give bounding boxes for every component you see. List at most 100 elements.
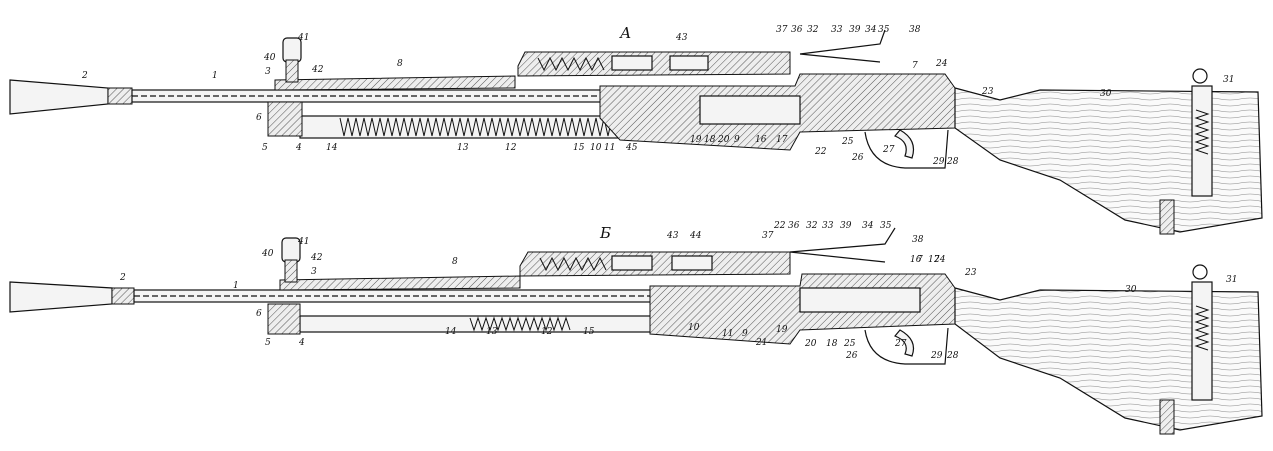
callout-label-a-24: 24 <box>935 59 948 69</box>
callout-label-a-32: 32 <box>807 25 819 35</box>
callout-label-a-29: 29 <box>932 157 945 167</box>
callout-label-a-36: 36 <box>791 25 803 35</box>
barrel-jacket <box>274 75 516 91</box>
callout-label-a-28: 28 <box>946 157 959 167</box>
callout-label-a-30: 30 <box>1100 89 1112 99</box>
recoil-spring <box>469 316 571 332</box>
callout-label-b-26: 26 <box>845 351 858 361</box>
callout-label-b-30: 30 <box>1125 285 1137 295</box>
callout-label-b-34: 34 <box>862 221 874 231</box>
callout-label-a-13: 13 <box>457 143 469 153</box>
callout-label-b-25: 25 <box>843 339 856 349</box>
callout-label-b-10: 10 <box>688 323 700 333</box>
trigger-guard <box>864 327 949 365</box>
callout-label-a-6: 6 <box>256 113 262 123</box>
callout-label-a-23: 23 <box>981 87 994 97</box>
callout-label-a-26: 26 <box>851 153 864 163</box>
callout-label-b-22: 22 <box>773 221 786 231</box>
callout-label-b-11: 11 <box>722 329 733 339</box>
callout-label-a-39: 39 <box>849 25 861 35</box>
callout-label-b-13: 13 <box>486 327 498 337</box>
callout-label-a-42: 42 <box>311 65 324 75</box>
callout-label-a-2: 2 <box>81 71 88 81</box>
callout-label-a-27: 27 <box>882 145 895 155</box>
bolt <box>799 287 921 313</box>
callout-label-a-12: 12 <box>505 143 517 153</box>
callout-label-a-14: 14 <box>326 143 338 153</box>
callout-label-b-39: 39 <box>840 221 852 231</box>
stock <box>954 287 1263 431</box>
callout-label-b-42: 42 <box>310 253 323 263</box>
callout-label-a-31: 31 <box>1223 75 1234 85</box>
recoil-spring <box>339 117 625 137</box>
callout-label-b-17: 17 <box>928 255 940 265</box>
callout-label-b-35: 35 <box>880 221 892 231</box>
callout-label-b-7: 7 <box>917 255 923 265</box>
callout-label-a-19: 19 <box>690 135 702 145</box>
callout-label-b-43: 43 <box>666 231 679 241</box>
callout-label-a-5: 5 <box>262 143 268 153</box>
callout-label-b-2: 2 <box>119 273 126 283</box>
buttplate <box>1159 399 1175 435</box>
callout-label-b-5: 5 <box>265 338 271 348</box>
callout-label-a-20: 20 <box>717 135 730 145</box>
callout-label-b-4: 4 <box>298 338 305 348</box>
callout-label-b-3: 3 <box>311 267 317 277</box>
callout-label-b-19: 19 <box>776 325 788 335</box>
callout-label-a-38: 38 <box>909 25 921 35</box>
callout-label-b-41: 41 <box>297 237 309 247</box>
callout-label-a-37: 37 <box>776 25 788 35</box>
callout-label-b-31: 31 <box>1226 275 1237 285</box>
callout-label-b-33: 33 <box>822 221 834 231</box>
callout-label-b-36: 36 <box>788 221 800 231</box>
callout-label-a-40: 40 <box>263 53 276 63</box>
callout-label-b-21: 21 <box>755 338 767 348</box>
callout-label-b-18: 18 <box>826 339 838 349</box>
callout-label-a-15: 15 <box>573 143 585 153</box>
trigger <box>894 329 915 357</box>
callout-label-a-33: 33 <box>831 25 843 35</box>
callout-label-a-1: 1 <box>212 71 218 81</box>
magazine-spring <box>537 55 709 72</box>
callout-label-a-18: 18 <box>704 135 716 145</box>
callout-label-b-1: 1 <box>233 281 239 291</box>
barrel-jacket <box>279 275 521 291</box>
rear-sight <box>799 29 886 63</box>
callout-label-b-24: 24 <box>933 255 946 265</box>
section-letter-b: Б <box>599 224 611 242</box>
callout-label-b-44: 44 <box>689 231 702 241</box>
callout-label-a-43: 43 <box>675 33 688 43</box>
flash-hider <box>9 79 109 115</box>
callout-label-a-35: 35 <box>878 25 890 35</box>
callout-label-b-6: 6 <box>256 309 262 319</box>
stock-sling-swivel <box>1191 68 1213 197</box>
flash-hider <box>9 281 113 313</box>
callout-label-b-40: 40 <box>261 249 274 259</box>
muzzle-nut <box>107 87 133 105</box>
callout-label-b-20: 20 <box>804 339 817 349</box>
callout-label-b-15: 15 <box>583 327 595 337</box>
callout-label-b-14: 14 <box>445 327 457 337</box>
callout-label-b-8: 8 <box>452 257 458 267</box>
muzzle-nut <box>111 287 135 305</box>
callout-label-a-25: 25 <box>841 137 854 147</box>
callout-label-a-10: 10 <box>590 143 602 153</box>
magazine-spring <box>539 255 713 272</box>
gas-block <box>267 303 301 335</box>
section-letter-a: А <box>619 24 631 42</box>
front-sight <box>282 37 302 83</box>
callout-label-a-11: 11 <box>604 143 615 153</box>
callout-label-a-17: 17 <box>776 135 788 145</box>
callout-label-a-9: 9 <box>734 135 740 145</box>
trigger <box>894 129 915 159</box>
callout-label-a-34: 34 <box>865 25 877 35</box>
callout-label-a-16: 16 <box>755 135 767 145</box>
callout-label-a-22: 22 <box>814 147 827 157</box>
callout-label-a-41: 41 <box>297 33 309 43</box>
callout-label-b-9: 9 <box>742 329 748 339</box>
callout-label-b-16: 16 <box>910 255 922 265</box>
